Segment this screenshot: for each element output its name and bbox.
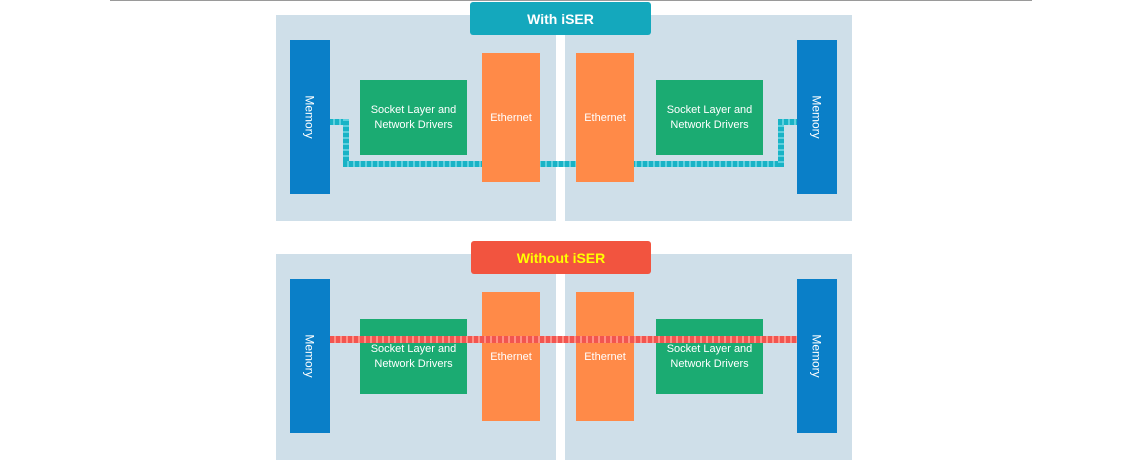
badge-label: Without iSER (516, 249, 606, 266)
socket-layer-label: Socket Layer and Network Drivers (370, 342, 457, 370)
without-iser-badge: Without iSER (471, 241, 651, 274)
data-path-line (330, 336, 797, 343)
memory-block-left: Memory (290, 279, 330, 433)
ethernet-box-left: Ethernet (482, 53, 540, 182)
ethernet-label: Ethernet (584, 350, 626, 363)
ethernet-box-left: Ethernet (482, 292, 540, 421)
memory-label: Memory (303, 95, 317, 139)
ethernet-label: Ethernet (490, 111, 532, 124)
top-divider (110, 0, 1032, 1)
socket-layer-label: Socket Layer and Network Drivers (666, 103, 753, 131)
badge-label: With iSER (527, 10, 594, 27)
socket-layer-label: Socket Layer and Network Drivers (370, 103, 457, 131)
data-path-segment (343, 119, 349, 167)
socket-layer-box-right: Socket Layer and Network Drivers (656, 319, 763, 394)
socket-layer-box-left: Socket Layer and Network Drivers (360, 319, 467, 394)
memory-block-left: Memory (290, 40, 330, 194)
memory-block-right: Memory (797, 279, 837, 433)
ethernet-box-right: Ethernet (576, 292, 634, 421)
ethernet-label: Ethernet (584, 111, 626, 124)
memory-label: Memory (810, 95, 824, 139)
data-path-segment (343, 161, 782, 167)
with-iser-badge: With iSER (470, 2, 651, 35)
memory-label: Memory (303, 334, 317, 378)
ethernet-label: Ethernet (490, 350, 532, 363)
socket-layer-label: Socket Layer and Network Drivers (666, 342, 753, 370)
memory-label: Memory (810, 334, 824, 378)
data-path-segment (778, 119, 798, 125)
socket-layer-box-left: Socket Layer and Network Drivers (360, 80, 467, 155)
socket-layer-box-right: Socket Layer and Network Drivers (656, 80, 763, 155)
data-path-segment (778, 119, 784, 167)
data-path-segment (329, 119, 347, 125)
memory-block-right: Memory (797, 40, 837, 194)
ethernet-box-right: Ethernet (576, 53, 634, 182)
